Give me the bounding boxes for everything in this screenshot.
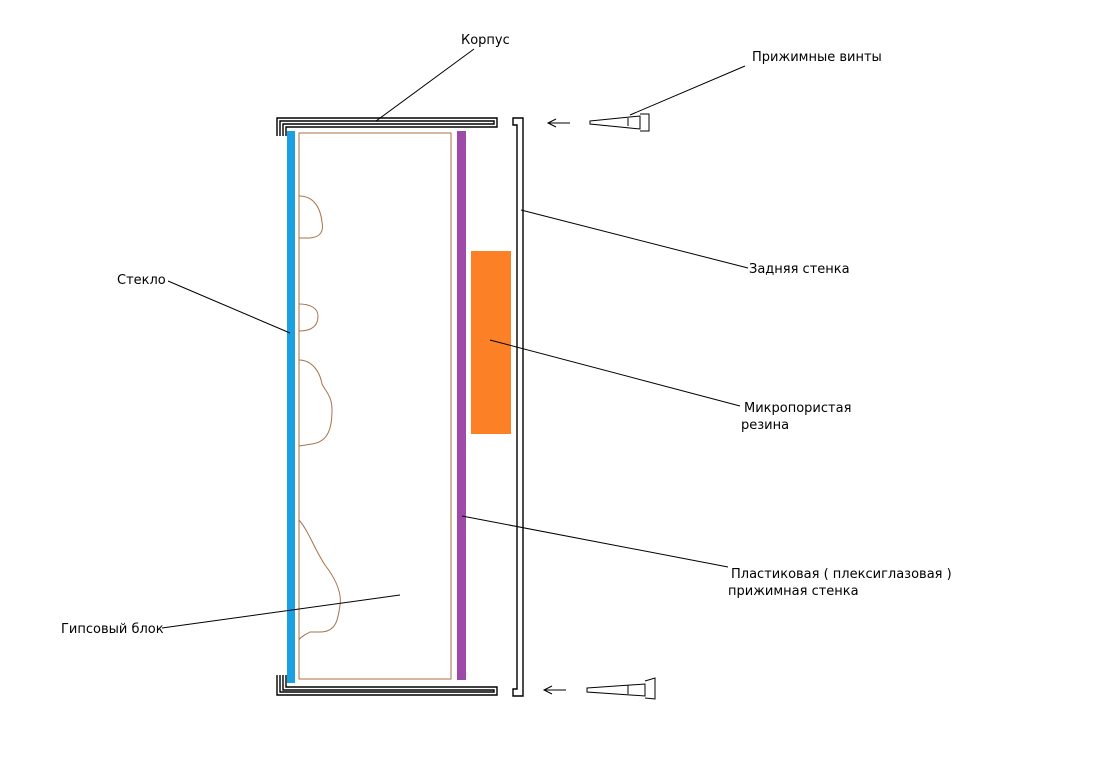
leader-lines <box>161 48 749 629</box>
pressure-screw-bottom <box>586 677 656 700</box>
arrow-bottom <box>542 685 566 695</box>
label-gypsum: Гипсовый блок <box>61 622 164 637</box>
label-screws: Прижимные винты <box>752 50 882 65</box>
label-back-wall: Задняя стенка <box>749 262 850 277</box>
pressure-screw-top <box>589 113 650 132</box>
label-plastic-2: прижимная стенка <box>728 584 859 599</box>
label-housing: Корпус <box>461 33 510 48</box>
label-foam-1: Микропористая <box>744 401 851 416</box>
arrow-top <box>546 118 570 128</box>
microporous-rubber <box>471 251 511 434</box>
housing-bottom <box>276 675 498 696</box>
gypsum-block <box>298 132 452 680</box>
label-glass: Стекло <box>117 273 166 288</box>
label-plastic-1: Пластиковая ( плексиглазовая ) <box>731 567 952 582</box>
plastic-pressure-wall <box>457 131 466 680</box>
label-foam-2: резина <box>741 418 789 433</box>
glass-panel <box>287 131 295 683</box>
housing-top <box>276 117 498 136</box>
back-wall <box>512 117 524 697</box>
